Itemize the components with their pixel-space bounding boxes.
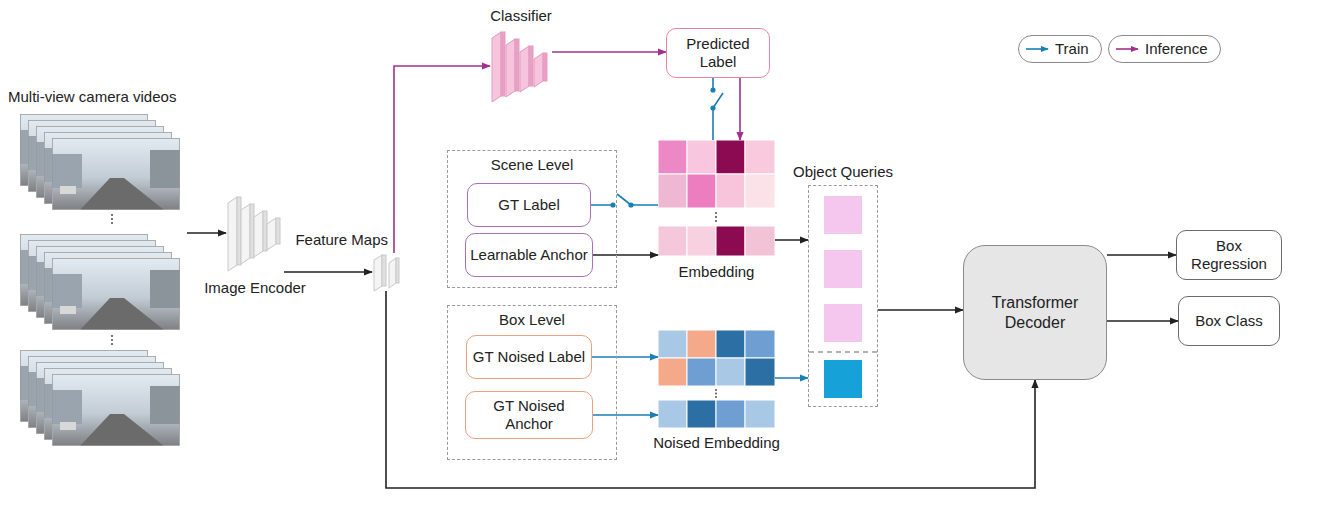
connector: [284, 271, 372, 273]
connector: [552, 51, 666, 53]
connector: [386, 291, 1035, 488]
image-encoder: Image Encoder: [226, 195, 284, 273]
legend-item: Train: [1018, 35, 1102, 63]
ellipsis-dots: [111, 214, 113, 345]
decoder-box: Transformer Decoder: [963, 245, 1107, 380]
switch-dot: [710, 105, 715, 110]
output-box: Box Regression: [1176, 230, 1282, 280]
node-heading: Image Encoder: [204, 279, 306, 297]
embedding-grid: [658, 140, 775, 256]
connector: [593, 254, 658, 256]
noised-embedding: Noised Embedding: [658, 330, 775, 428]
group-box: Box Level GT Noised Label GT Noised Anchor: [447, 305, 617, 460]
node-heading: Embedding: [679, 263, 755, 281]
process-box: GT Noised Anchor: [465, 391, 593, 439]
node-label: Transformer Decoder: [968, 293, 1102, 331]
feature-map-symbol: [374, 255, 399, 291]
connector: [187, 232, 226, 234]
switch-dot: [610, 202, 615, 207]
process-box: Learnable Anchor: [465, 233, 593, 277]
camera-stack: [20, 234, 180, 330]
node-label: Predicted Label: [671, 35, 765, 71]
node-label: Box Class: [1195, 312, 1263, 330]
connector: [878, 309, 963, 311]
feature-maps: Feature Maps: [372, 253, 400, 291]
query-squares: [809, 196, 877, 398]
legend-item: Inference: [1108, 35, 1221, 63]
legend-label: Inference: [1145, 40, 1208, 58]
connector: [775, 377, 808, 379]
connector: [592, 356, 658, 358]
process-box: GT Noised Label: [466, 335, 592, 379]
process-box: Predicted Label: [666, 28, 770, 78]
node-heading: Classifier: [490, 7, 552, 25]
connector: [593, 414, 658, 416]
node-label: Box Level: [448, 311, 616, 329]
process-box: GT Label: [467, 183, 591, 227]
node-heading: Feature Maps: [295, 231, 388, 249]
node-label: GT Noised Anchor: [470, 397, 588, 433]
query-group: Object Queries: [808, 185, 878, 407]
legend-sample: [1116, 48, 1138, 50]
connector: [1107, 254, 1176, 256]
embedding: Embedding: [658, 140, 775, 257]
legend-label: Train: [1055, 40, 1089, 58]
output-box: Box Class: [1178, 296, 1280, 346]
node-label: Box Regression: [1181, 237, 1277, 273]
node-label: Learnable Anchor: [470, 246, 588, 264]
node-heading: Multi-view camera videos: [8, 88, 176, 106]
switch-dot: [628, 202, 633, 207]
connector: [1107, 320, 1178, 322]
node-label: GT Noised Label: [473, 348, 585, 366]
classifier: Classifier: [490, 30, 552, 102]
camera-stack: [20, 350, 180, 446]
node-heading: Object Queries: [793, 163, 893, 181]
camera-stack: [20, 114, 180, 210]
group-box: Scene Level GT LabelLearnable Anchor: [447, 150, 617, 288]
legend-sample: [1026, 48, 1048, 50]
node-heading: Noised Embedding: [653, 434, 780, 452]
classifier-symbol: [492, 32, 547, 102]
noised-embedding-grid: [658, 330, 775, 428]
encoder-symbol: [228, 197, 280, 271]
node-label: Scene Level: [448, 156, 616, 174]
camera-input: Multi-view camera videos: [12, 112, 187, 450]
node-label: GT Label: [498, 196, 559, 214]
connector: [739, 78, 741, 140]
connector: [775, 239, 808, 241]
connector: [591, 194, 658, 205]
switch-dot: [710, 87, 715, 92]
